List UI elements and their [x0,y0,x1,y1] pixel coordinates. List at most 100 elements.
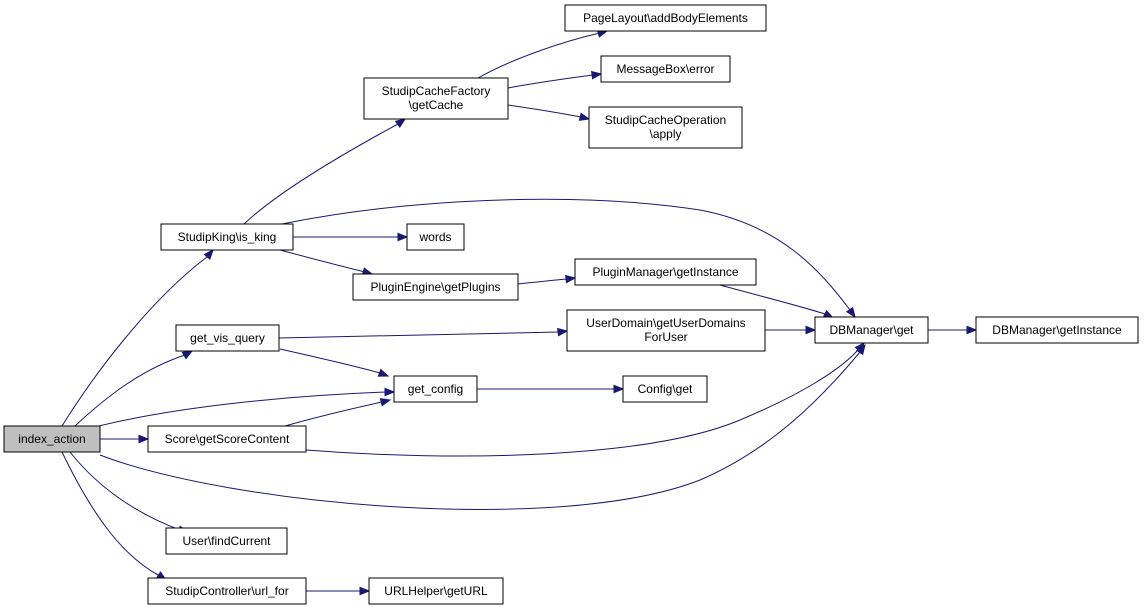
node-label-line-1: StudipCacheOperation [605,113,726,127]
edge-line [507,104,582,118]
node-score-getscorecontent[interactable]: Score\getScoreContent [147,425,307,453]
edge-line [99,351,861,510]
edge-score-getscorecontent-to-get-config [284,398,392,427]
node-index-action[interactable]: index_action [3,425,101,453]
edge-get-config-to-config-get [477,384,625,394]
arrowhead [854,341,865,354]
node-label: PluginManager\getInstance [592,265,738,279]
node-dbmanager-get[interactable]: DBManager\get [814,316,929,344]
node-label-line-2: \apply [649,127,681,141]
edge-get-vis-query-to-userdomain-getuserdomainsforuser [278,327,569,339]
arrowhead [138,434,150,444]
node-pagelayout-addbodyelements[interactable]: PageLayout\addBodyElements [564,4,767,32]
edge-index-action-to-studipking-is-king [61,248,214,427]
edge-line [69,451,181,531]
edge-line [284,401,383,427]
arrowhead [805,325,817,335]
node-words[interactable]: words [406,223,465,251]
node-label: User\findCurrent [182,534,271,548]
node-label: index_action [18,432,85,446]
edge-line [278,331,560,339]
edge-studipking-is-king-to-words [293,232,409,242]
node-urlhelper-geturl[interactable]: URLHelper\getURL [368,577,504,605]
edge-studipcachefactory-getcache-to-messagebox-error [507,70,603,89]
edge-line [243,123,399,225]
edge-line [507,74,594,89]
edge-line [477,32,601,79]
node-pluginmanager-getinstance[interactable]: PluginManager\getInstance [574,258,757,286]
node-label: get_vis_query [190,331,265,345]
arrowhead [384,387,396,397]
edge-index-action-to-get-vis-query [74,350,194,427]
edge-score-getscorecontent-to-dbmanager-get [305,341,865,457]
arrowhead [377,368,390,377]
edge-line [279,249,366,273]
edge-index-action-to-score-getscorecontent [100,434,150,444]
node-label-line-1: StudipCacheFactory [382,84,491,98]
node-label-line-1: UserDomain\getUserDomains [586,316,745,330]
arrowhead [394,118,407,129]
node-label: DBManager\get [829,323,914,337]
arrowhead [557,327,569,337]
node-label-line-2: \getCache [409,98,464,112]
edge-userdomain-getuserdomainsforuser-to-dbmanager-get [765,325,817,335]
node-get-vis-query[interactable]: get_vis_query [175,324,280,352]
edge-line [61,451,161,577]
node-dbmanager-getinstance[interactable]: DBManager\getInstance [975,316,1139,344]
arrowhead [591,70,603,80]
node-label: StudipKing\is_king [178,230,277,244]
node-studipcachefactory-getcache[interactable]: StudipCacheFactory \getCache [363,77,509,120]
edge-studipcachefactory-getcache-to-pagelayout-addbodyelements [477,29,609,79]
node-label: StudipController\url_for [165,584,288,598]
arrowhead [379,398,392,407]
arrowhead [845,306,856,319]
edge-dbmanager-get-to-dbmanager-getinstance [928,325,978,335]
node-label: PluginEngine\getPlugins [370,280,500,294]
edges-layer [61,29,978,596]
arrowhead [565,274,577,284]
node-label-line-2: ForUser [644,330,687,344]
node-messagebox-error[interactable]: MessageBox\error [600,55,731,83]
edge-studipking-is-king-to-studipcachefactory-getcache [243,118,407,225]
node-pluginengine-getplugins[interactable]: PluginEngine\getPlugins [352,273,519,301]
edge-line [517,278,568,285]
node-label: Score\getScoreContent [165,432,290,446]
node-label: PageLayout\addBodyElements [583,11,748,25]
edge-line [61,256,208,427]
edge-pluginengine-getplugins-to-pluginmanager-getinstance [517,274,577,285]
edge-index-action-to-get-config [94,387,396,428]
node-label: DBManager\getInstance [992,323,1122,337]
node-label: words [418,230,451,244]
edge-pluginmanager-getinstance-to-dbmanager-get [719,284,835,319]
edge-index-action-to-user-findcurrent [69,451,190,534]
node-userdomain-getuserdomainsforuser[interactable]: UserDomain\getUserDomains ForUser [566,309,766,352]
node-user-findcurrent[interactable]: User\findCurrent [165,527,288,555]
arrowhead [181,350,194,360]
node-label: Config\get [638,382,693,396]
edge-line [74,354,186,427]
edge-line [279,348,381,374]
edge-studipcontroller-url-for-to-urlhelper-geturl [306,586,371,596]
node-label: MessageBox\error [616,62,714,76]
arrowhead [613,384,625,394]
arrowhead [359,586,371,596]
edge-studipking-is-king-to-pluginengine-getplugins [279,249,374,276]
edge-line [305,349,859,457]
edge-get-vis-query-to-get-config [279,348,390,377]
node-get-config[interactable]: get_config [393,375,478,403]
node-config-get[interactable]: Config\get [622,375,708,403]
node-studipcacheoperation-apply[interactable]: StudipCacheOperation \apply [588,106,743,149]
edge-line [94,391,387,428]
edge-studipking-is-king-to-dbmanager-get [281,198,856,319]
arrowhead [966,325,978,335]
arrowhead [578,112,591,121]
edge-line [281,198,851,311]
node-studipcontroller-url-for[interactable]: StudipController\url_for [147,577,307,605]
node-studipking-is-king[interactable]: StudipKing\is_king [160,223,294,251]
nodes-layer: index_action StudipKing\is_king get_vis_… [3,4,1139,605]
arrowhead [397,232,409,242]
node-label: get_config [408,382,463,396]
edge-studipcachefactory-getcache-to-studipcacheoperation-apply [507,104,591,121]
arrowhead [203,248,214,261]
